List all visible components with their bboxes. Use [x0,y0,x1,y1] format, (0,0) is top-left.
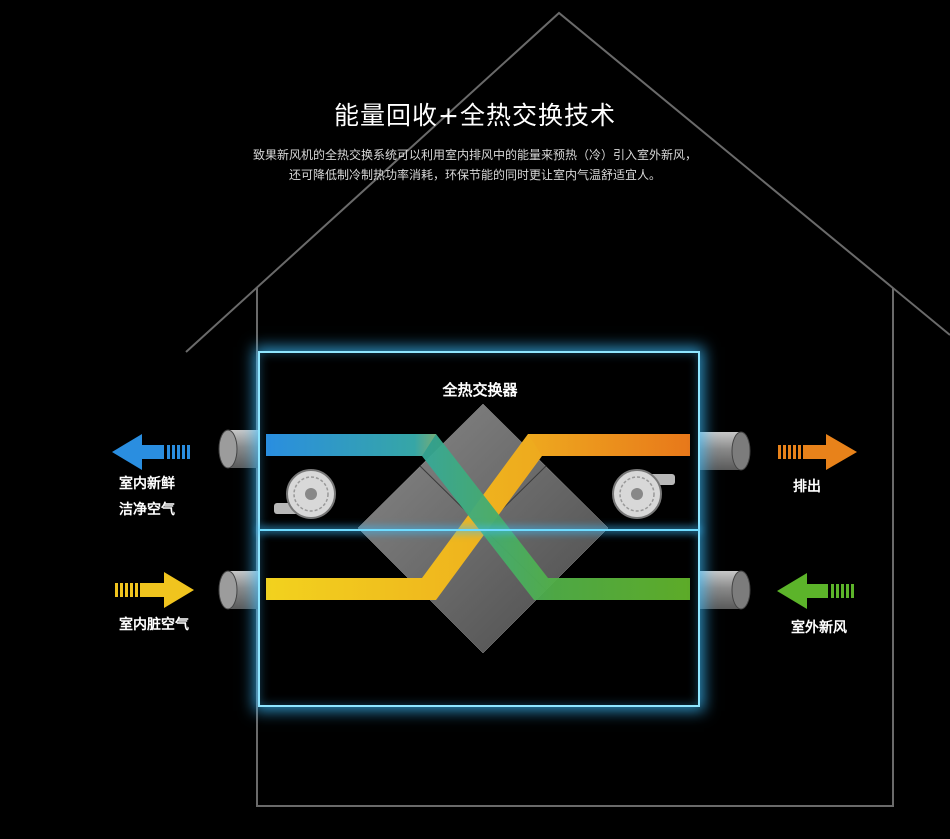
label-dirty-indoor: 室内脏空气 [119,617,189,633]
label-outdoor-fresh: 室外新风 [791,620,847,636]
label-exhaust: 排出 [793,479,821,495]
label-fresh-indoor: 室内新鲜 洁净空气 [119,471,175,523]
roof-line [185,11,950,353]
label-fresh-indoor-line1: 室内新鲜 [119,476,175,492]
page-title: 能量回收+全热交换技术 [334,101,616,130]
label-fresh-indoor-line2: 洁净空气 [119,502,175,518]
arrow-dirty-indoor-in [115,572,194,608]
wall-line [256,288,894,807]
fan-left [274,469,336,519]
description: 致果新风机的全热交换系统可以利用室内排风中的能量来预热（冷）引入室外新风， 还可… [0,145,950,185]
pipe-right-top [700,431,751,471]
exchanger-label: 全热交换器 [442,381,518,399]
fan-right [612,469,675,519]
arrow-exhaust-out [778,434,857,470]
unit-divider [260,529,698,531]
pipe-left-bottom [218,570,260,610]
description-line-1: 致果新风机的全热交换系统可以利用室内排风中的能量来预热（冷）引入室外新风， [252,148,697,162]
description-line-2: 还可降低制冷制热功率消耗，环保节能的同时更让室内气温舒适宜人。 [288,168,661,182]
arrow-fresh-indoor-out [112,434,190,470]
unit-frame [258,351,700,707]
pipe-left-top [218,429,260,469]
arrow-outdoor-fresh-in [777,573,854,609]
pipe-right-bottom [700,570,751,610]
airflow-band-fresh [266,434,690,600]
